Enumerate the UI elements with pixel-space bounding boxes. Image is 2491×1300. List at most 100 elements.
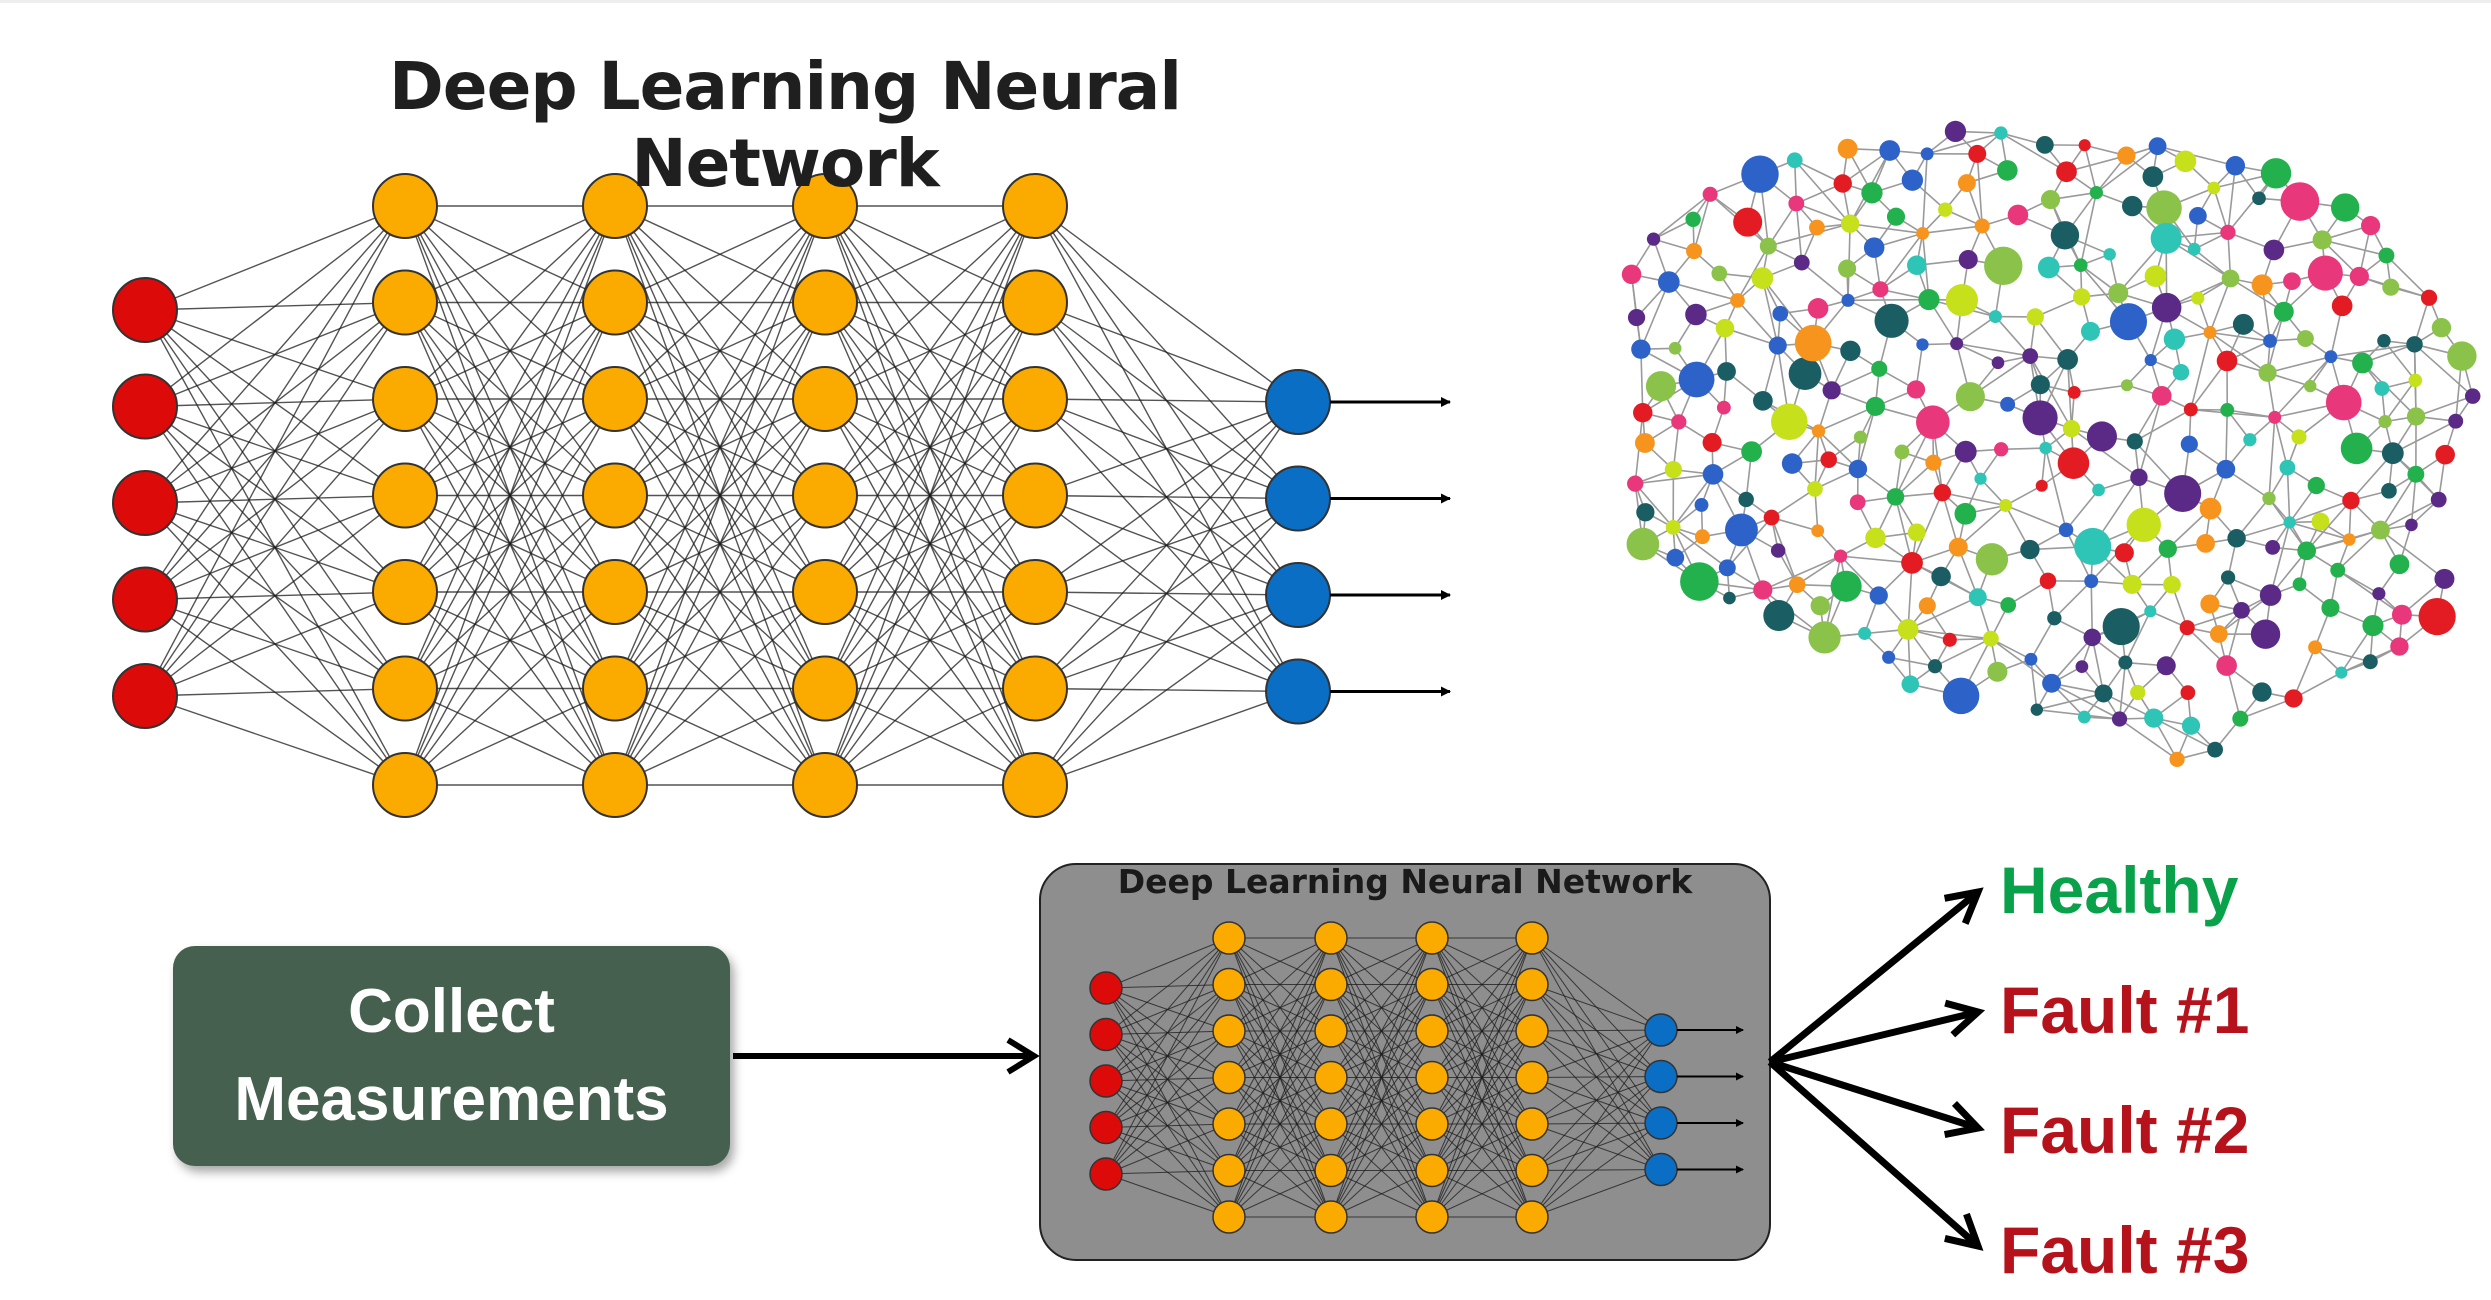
brain-node xyxy=(1916,405,1950,440)
brain-node xyxy=(2191,291,2205,305)
network-title: Deep Learning Neural Network xyxy=(389,48,1182,202)
brain-node xyxy=(2022,348,2039,364)
brain-node xyxy=(1974,218,1990,234)
brain-node xyxy=(1975,543,2009,576)
output-node xyxy=(1644,1013,1678,1047)
brain-node xyxy=(1793,254,1810,271)
input-node xyxy=(1089,1110,1123,1145)
brain-node xyxy=(2144,265,2167,287)
input-node xyxy=(1089,1017,1123,1052)
hidden-node xyxy=(792,366,858,432)
brain-node xyxy=(1770,543,1786,558)
brain-node xyxy=(1678,361,1715,398)
hidden-node xyxy=(1515,1153,1549,1188)
brain-node xyxy=(2283,516,2296,529)
brain-node xyxy=(1627,308,1646,327)
brain-node xyxy=(1680,562,1719,601)
hidden-node xyxy=(1314,921,1348,955)
brain-node xyxy=(1994,126,2008,140)
hidden-node xyxy=(372,655,438,722)
brain-node xyxy=(2067,385,2081,399)
output-node xyxy=(1644,1152,1678,1187)
brain-node xyxy=(1950,337,1964,351)
brain-node xyxy=(2189,206,2207,225)
brain-node xyxy=(1763,600,1795,632)
brain-node xyxy=(2172,363,2190,381)
brain-node xyxy=(1869,586,1888,605)
hidden-node xyxy=(1314,1107,1348,1141)
brain-node xyxy=(2297,541,2317,561)
brain-node xyxy=(2120,379,2133,392)
brain-node xyxy=(2037,256,2060,279)
brain-node xyxy=(2209,625,2228,643)
brain-node xyxy=(1927,659,1943,674)
hidden-node xyxy=(1415,921,1449,955)
brain-node xyxy=(2020,539,2040,560)
brain-node xyxy=(2114,543,2134,563)
brain-node xyxy=(1865,527,1886,549)
brain-node xyxy=(2057,447,2090,480)
brain-node xyxy=(2086,421,2117,452)
brain-node xyxy=(1808,621,1841,654)
brain-node xyxy=(2144,353,2157,367)
hidden-node xyxy=(1002,462,1068,529)
brain-node xyxy=(2196,534,2215,553)
hidden-node xyxy=(1515,1107,1549,1141)
arrowhead xyxy=(1944,999,1986,1038)
hidden-node xyxy=(792,173,858,239)
hidden-node xyxy=(1002,173,1068,239)
brain-node xyxy=(1646,232,1661,246)
brain-node xyxy=(2232,710,2249,727)
brain-node xyxy=(1626,527,1660,561)
brain-node xyxy=(1974,472,1987,485)
output-node xyxy=(1265,369,1331,435)
brain-network-icon xyxy=(1621,120,2481,767)
brain-node xyxy=(1872,281,1889,298)
brain-node xyxy=(2262,491,2276,506)
outcome-arrow xyxy=(1767,1059,1981,1249)
collect-label-line1: Collect xyxy=(348,977,555,1046)
brain-node xyxy=(2077,710,2091,724)
brain-node xyxy=(1702,186,1718,202)
brain-node xyxy=(2390,637,2409,656)
arrowhead xyxy=(1943,1101,1985,1138)
brain-node xyxy=(2158,539,2177,558)
brain-node xyxy=(2361,216,2381,236)
hidden-node xyxy=(1002,269,1068,336)
brain-node xyxy=(2430,491,2447,508)
brain-node xyxy=(1948,537,1968,557)
hidden-node xyxy=(1212,1060,1246,1095)
arrowhead xyxy=(1944,1212,1984,1251)
brain-node xyxy=(1788,357,1822,391)
brain-node xyxy=(2405,518,2418,532)
brain-node xyxy=(2389,554,2410,575)
brain-node xyxy=(2183,402,2198,417)
brain-node xyxy=(1999,499,2013,512)
brain-node xyxy=(2216,655,2237,676)
brain-node xyxy=(2447,341,2477,371)
brain-node xyxy=(2030,703,2043,716)
brain-node xyxy=(1833,549,1848,563)
hidden-node xyxy=(582,366,648,432)
brain-node xyxy=(2371,520,2390,540)
brain-node xyxy=(1837,138,1858,159)
brain-node xyxy=(1753,390,1773,411)
brain-node xyxy=(1942,677,1980,715)
brain-node xyxy=(2180,685,2196,700)
brain-node xyxy=(2203,326,2217,339)
hidden-node xyxy=(582,655,648,722)
hidden-node xyxy=(372,752,438,818)
brain-node xyxy=(1901,169,1924,191)
brain-node xyxy=(2312,230,2332,250)
brain-node xyxy=(2126,507,2161,543)
brain-node xyxy=(2122,195,2143,217)
main-neural-network xyxy=(112,173,1451,818)
brain-node xyxy=(2448,413,2464,429)
brain-node xyxy=(2406,336,2423,353)
brain-node xyxy=(2102,607,2140,646)
brain-node xyxy=(1809,219,1825,236)
brain-node xyxy=(2381,483,2397,499)
brain-node xyxy=(1954,502,1977,525)
brain-node xyxy=(2163,328,2186,350)
brain-node xyxy=(2283,272,2301,291)
